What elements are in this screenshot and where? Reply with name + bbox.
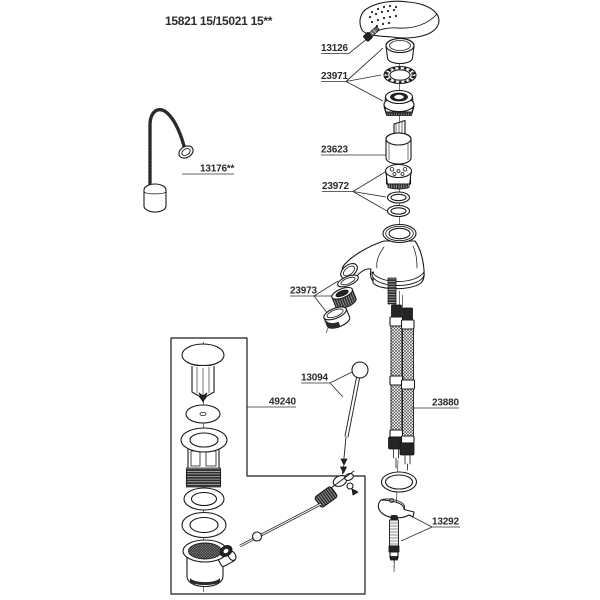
drain-body [182,539,237,588]
chain-plug [143,183,167,213]
popup-stopper [181,343,225,403]
flexible-hoses [388,304,416,471]
aerator-set [323,274,359,329]
label-drain-assembly: 49240 [269,397,296,408]
label-chain-plug: 13176** [200,164,234,175]
drain-assembly-box [170,337,366,595]
popup-body [180,427,228,488]
dome-cap [385,37,415,65]
lift-rod [340,361,369,475]
handle-screw [363,25,380,42]
stopper-washer-disc [185,404,221,424]
aerator-washer [337,274,359,288]
hose-left [388,304,404,469]
handle-texture-dots [368,4,398,28]
hose-right [399,307,416,471]
faucet-body [340,223,425,290]
aerator-cap [323,306,351,329]
pivot-nut [314,486,338,508]
threaded-stud [388,515,400,570]
faucet-top-opening [382,223,417,244]
chain-with-plug [143,107,194,213]
seal-set [384,163,413,218]
base-o-ring [380,471,418,493]
fixing-set [377,498,415,570]
drain-washer-upper [183,487,225,511]
label-aerator: 23973 [290,286,317,297]
label-hoses: 23880 [432,398,459,409]
label-cartridge: 23623 [321,145,348,156]
valve-disc [384,163,413,190]
part-labels: 15821 15/15021 15** 13126 23971 23623 23… [165,14,460,528]
drain-assembly [180,343,237,588]
diagram-title: 15821 15/15021 15** [165,14,273,28]
label-fixing-set: 13292 [432,517,459,528]
pivot-rod-assembly [219,470,359,557]
o-ring-upper [386,191,411,204]
faucet-handle [359,0,440,39]
aerator-insert [331,286,357,309]
toothed-lock-ring [383,65,417,85]
crescent-washer [377,498,415,519]
ball-joint [330,470,359,496]
label-handle-screw: 13126 [321,43,348,54]
axis-centerlines [203,26,400,592]
o-ring-lower [386,204,411,218]
label-leader-lines [182,37,460,542]
chain-ring [178,145,194,159]
label-lift-rod: 13094 [301,373,328,384]
pivot-rod [219,502,322,557]
mounting-collar [383,89,415,116]
label-seals: 23972 [322,181,349,192]
drain-washer-lower [181,511,227,539]
cartridge [385,119,412,165]
label-cap-rings: 23971 [321,71,348,82]
